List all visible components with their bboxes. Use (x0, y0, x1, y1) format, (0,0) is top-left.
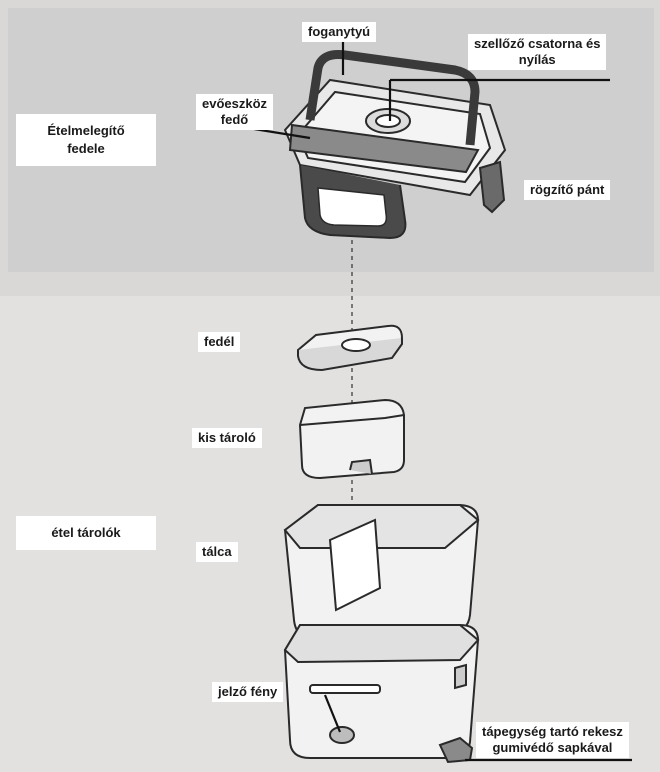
small-container-label: kis tároló (192, 428, 262, 448)
tray (285, 505, 478, 640)
handle-label: foganytyú (302, 22, 376, 42)
power-compartment-label: tápegység tartó rekesz gumivédő sapkával (476, 722, 629, 758)
lid-group-label: Ételmelegítő fedele (16, 114, 156, 166)
indicator-label: jelző fény (212, 682, 283, 702)
heater-lid (285, 55, 505, 238)
indicator-light-shape (330, 727, 354, 743)
heater-base (285, 625, 478, 762)
vent-label: szellőző csatorna és nyílás (468, 34, 606, 70)
lock-strap-label: rögzítő pánt (524, 180, 610, 200)
small-container (300, 400, 404, 478)
cutlery-cover-label: evőeszköz fedő (196, 94, 273, 130)
tray-label: tálca (196, 542, 238, 562)
small-lid-label: fedél (198, 332, 240, 352)
food-containers-label: étel tárolók (16, 516, 156, 550)
lock-strap-shape (480, 162, 504, 212)
small-lid (298, 326, 402, 370)
